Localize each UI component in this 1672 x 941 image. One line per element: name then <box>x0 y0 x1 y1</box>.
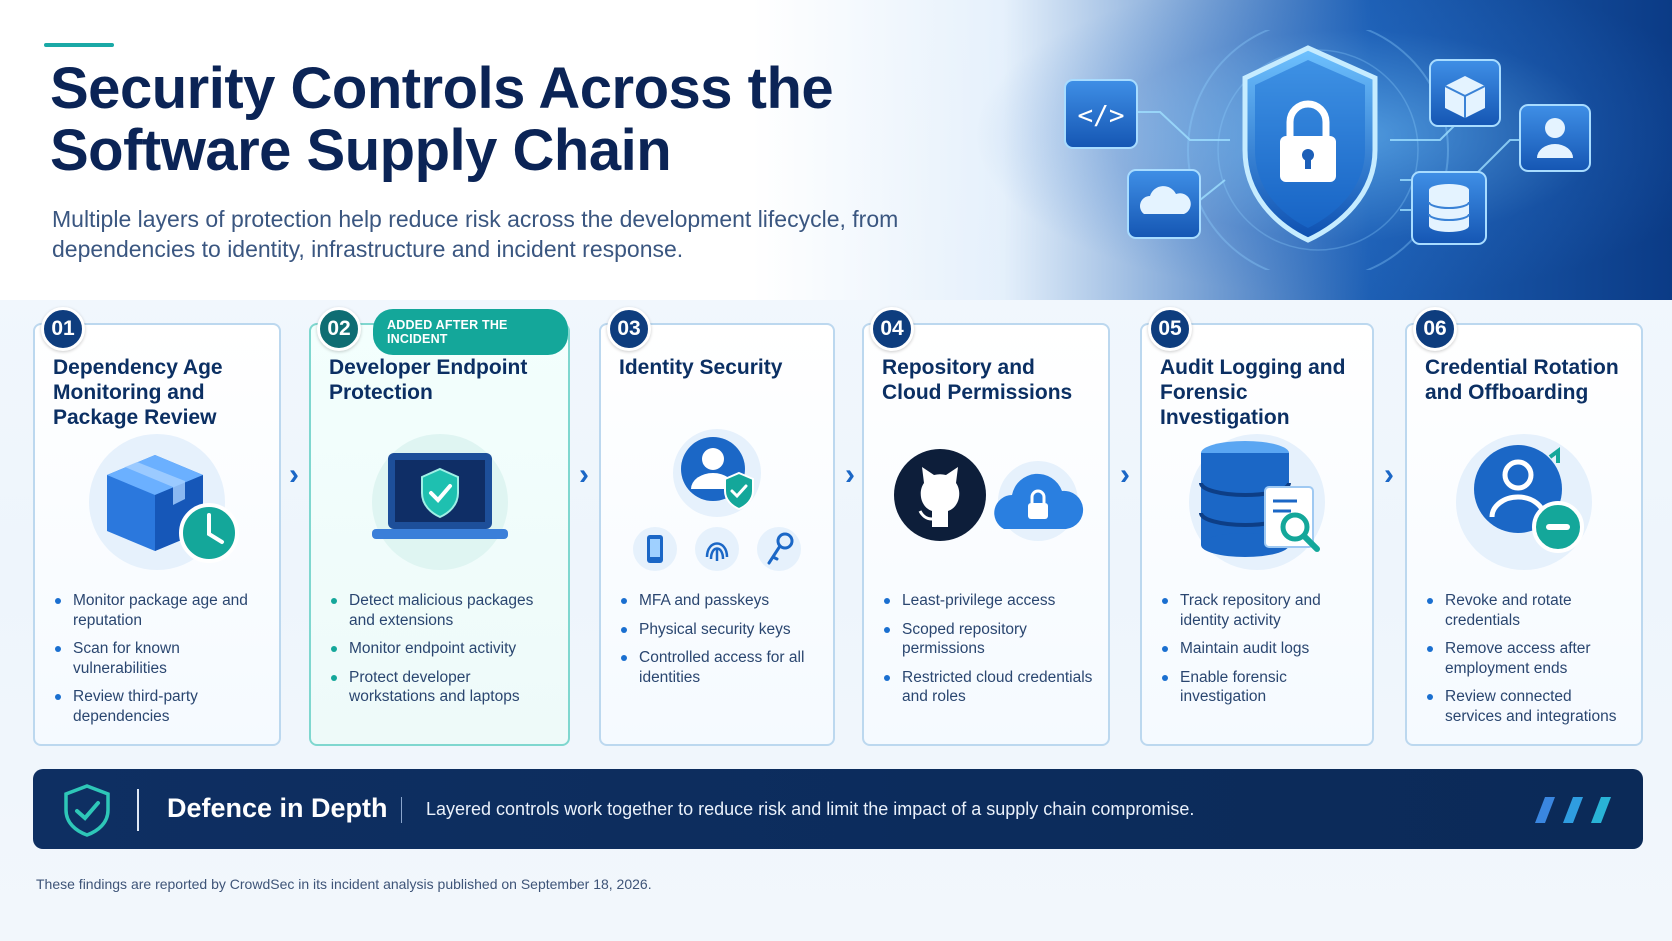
banner-divider <box>137 789 139 831</box>
card-bullets: MFA and passkeys Physical security keys … <box>619 591 823 696</box>
user-remove-icon <box>1434 427 1614 577</box>
list-item: Physical security keys <box>619 620 823 640</box>
list-item: Review third-party dependencies <box>53 687 269 726</box>
list-item: Review connected services and integratio… <box>1425 687 1631 726</box>
added-after-incident-badge: ADDED AFTER THE INCIDENT <box>373 309 568 355</box>
card-bullets: Least-privilege access Scoped repository… <box>882 591 1098 716</box>
card-title: Dependency Age Monitoring and Package Re… <box>53 356 223 429</box>
step-number: 02 <box>317 307 361 351</box>
list-item: Protect developer workstations and lapto… <box>329 668 558 707</box>
accent-line <box>44 43 114 47</box>
database-tile-icon <box>1411 171 1487 245</box>
stripes-decoration <box>1525 797 1617 823</box>
source-footnote: These findings are reported by CrowdSec … <box>36 876 652 892</box>
control-card-identity: 03 Identity Security MFA and passkeys Ph… <box>599 307 835 746</box>
page-title: Security Controls Across the Software Su… <box>50 56 834 183</box>
list-item: Remove access after employment ends <box>1425 639 1631 678</box>
shield-lock-icon <box>1242 45 1378 243</box>
control-card-audit: 05 Audit Logging and Forensic Investigat… <box>1140 307 1374 746</box>
chevron-right-icon: › <box>1384 458 1394 491</box>
list-item: Enable forensic investigation <box>1160 668 1362 707</box>
card-title: Audit Logging and Forensic Investigation <box>1160 356 1346 429</box>
chevron-right-icon: › <box>845 458 855 491</box>
laptop-shield-icon <box>350 427 530 577</box>
card-bullets: Track repository and identity activity M… <box>1160 591 1362 716</box>
database-search-icon <box>1167 427 1347 577</box>
card-title: Developer Endpoint Protection <box>329 356 528 404</box>
list-item: MFA and passkeys <box>619 591 823 611</box>
card-bullets: Monitor package age and reputation Scan … <box>53 591 269 735</box>
step-number: 05 <box>1148 307 1192 351</box>
list-item: Restricted cloud credentials and roles <box>882 668 1098 707</box>
banner-title: Defence in Depth <box>167 793 388 823</box>
list-item: Monitor endpoint activity <box>329 639 558 659</box>
control-card-permissions: 04 Repository and Cloud Permissions Leas… <box>862 307 1110 746</box>
page-subtitle: Multiple layers of protection help reduc… <box>52 206 899 262</box>
code-icon: </> <box>1064 79 1138 149</box>
defence-in-depth-banner: Defence in Depth Layered controls work t… <box>33 769 1643 849</box>
package-clock-icon <box>67 427 247 577</box>
control-card-credentials: 06 Credential Rotation and Offboarding R… <box>1405 307 1643 746</box>
list-item: Track repository and identity activity <box>1160 591 1362 630</box>
list-item: Least-privilege access <box>882 591 1098 611</box>
step-number: 04 <box>870 307 914 351</box>
cloud-icon <box>1127 169 1201 239</box>
chevron-right-icon: › <box>579 458 589 491</box>
user-shield-icon <box>627 427 807 577</box>
svg-text:</>: </> <box>1078 101 1125 131</box>
banner-divider <box>401 797 402 823</box>
card-bullets: Detect malicious packages and extensions… <box>329 591 558 716</box>
cube-icon <box>1429 59 1501 127</box>
chevron-right-icon: › <box>1120 458 1130 491</box>
list-item: Revoke and rotate credentials <box>1425 591 1631 630</box>
list-item: Controlled access for all identities <box>619 648 823 687</box>
user-tile-icon <box>1519 104 1591 172</box>
step-number: 01 <box>41 307 85 351</box>
list-item: Scoped repository permissions <box>882 620 1098 659</box>
banner-text: Layered controls work together to reduce… <box>426 799 1195 819</box>
card-title: Repository and Cloud Permissions <box>882 356 1073 404</box>
card-title: Identity Security <box>619 356 783 379</box>
list-item: Maintain audit logs <box>1160 639 1362 659</box>
control-card-dependency: 01 Dependency Age Monitoring and Package… <box>33 307 281 746</box>
list-item: Scan for known vulnerabilities <box>53 639 269 678</box>
github-cloud-lock-icon <box>886 427 1086 577</box>
step-number: 06 <box>1413 307 1457 351</box>
chevron-right-icon: › <box>289 458 299 491</box>
control-card-endpoint: 02 ADDED AFTER THE INCIDENT Developer En… <box>309 307 570 746</box>
list-item: Detect malicious packages and extensions <box>329 591 558 630</box>
list-item: Monitor package age and reputation <box>53 591 269 630</box>
step-number: 03 <box>607 307 651 351</box>
hero-illustration: </> <box>1040 19 1640 281</box>
shield-check-icon <box>61 783 113 837</box>
card-bullets: Revoke and rotate credentials Remove acc… <box>1425 591 1631 735</box>
card-title: Credential Rotation and Offboarding <box>1425 356 1619 404</box>
